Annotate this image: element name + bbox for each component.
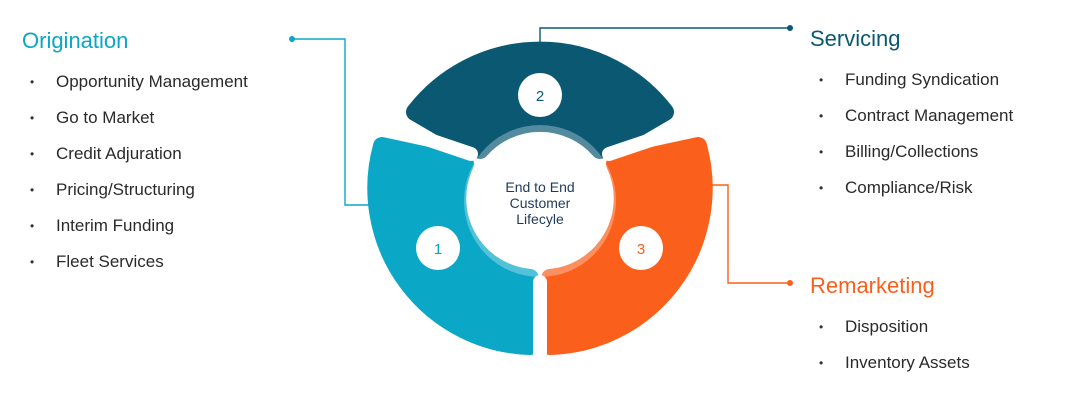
list-item: Credit Adjuration [30, 144, 248, 180]
list-item: Contract Management [819, 106, 1013, 142]
remarketing-connector-dot [787, 280, 793, 286]
remarketing-heading: Remarketing [810, 273, 935, 298]
center-circle [480, 141, 600, 261]
list-item: Inventory Assets [819, 353, 970, 389]
segment-3-number: 3 [637, 241, 645, 258]
list-item: Interim Funding [30, 216, 248, 252]
origination-connector-dot [289, 36, 295, 42]
segment-1-number: 1 [434, 241, 442, 258]
segment-gaps [393, 123, 687, 369]
list-item: Pricing/Structuring [30, 180, 248, 216]
list-item: Billing/Collections [819, 142, 1013, 178]
segment-3-badge [619, 226, 663, 270]
servicing-list: Funding Syndication Contract Management … [819, 70, 1013, 214]
segment-2-number: 2 [536, 88, 544, 105]
center-label-line-2: Customer [510, 195, 571, 211]
servicing-heading: Servicing [810, 26, 901, 51]
list-item: Opportunity Management [30, 72, 248, 108]
origination-heading: Origination [22, 28, 129, 53]
center-label-line-1: End to End [505, 179, 574, 195]
list-item: Disposition [819, 317, 970, 353]
center-label-line-3: Lifecyle [516, 211, 564, 227]
list-item: Funding Syndication [819, 70, 1013, 106]
list-item: Compliance/Risk [819, 178, 1013, 214]
list-item: Go to Market [30, 108, 248, 144]
segment-2-badge [518, 73, 562, 117]
servicing-connector-dot [787, 25, 793, 31]
origination-list: Opportunity Management Go to Market Cred… [30, 72, 248, 288]
remarketing-list: Disposition Inventory Assets [819, 317, 970, 389]
segment-1-badge [416, 226, 460, 270]
list-item: Fleet Services [30, 252, 248, 288]
